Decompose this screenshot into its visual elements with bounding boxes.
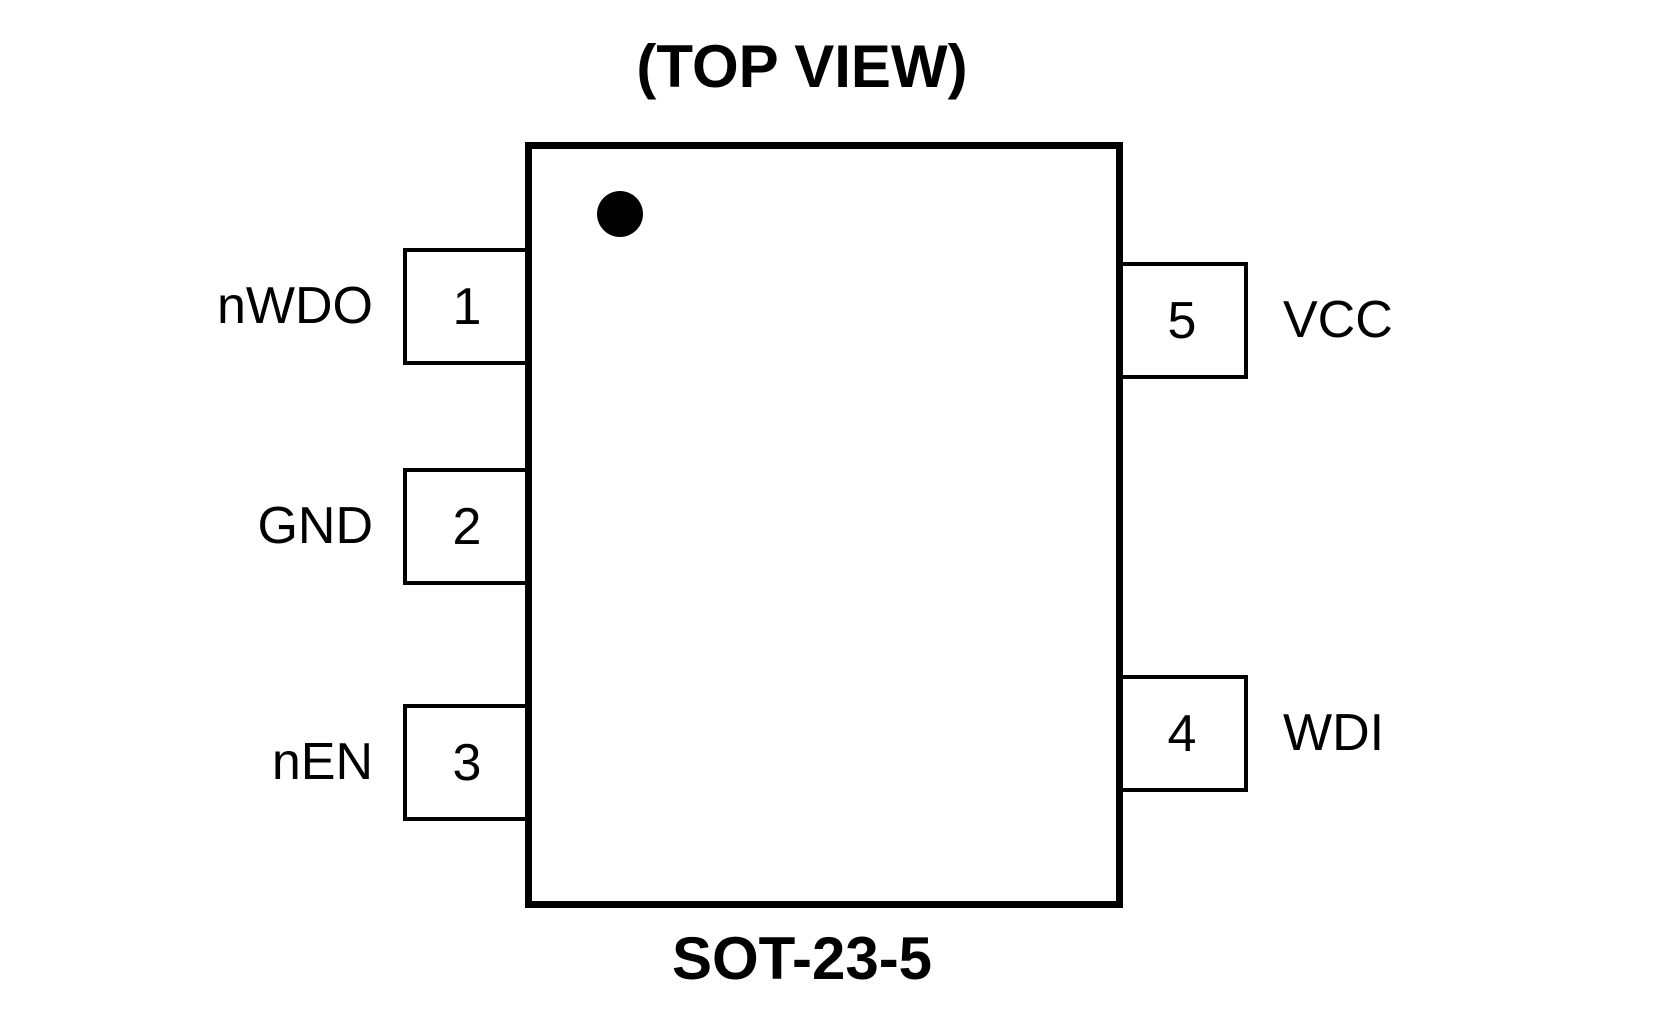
pin-label-gnd: GND xyxy=(257,497,373,555)
pin-label-wdi: WDI xyxy=(1283,704,1385,762)
pin-number-2: 2 xyxy=(452,497,482,556)
pin-box-3: 3 xyxy=(403,704,531,821)
pin-number-5: 5 xyxy=(1167,291,1197,350)
pin-box-4: 4 xyxy=(1116,675,1248,792)
pin-label-nwdo: nWDO xyxy=(217,277,373,335)
ic-package-body xyxy=(525,142,1123,908)
pin-box-2: 2 xyxy=(403,468,531,585)
pin-box-5: 5 xyxy=(1116,262,1248,379)
pin-label-vcc: VCC xyxy=(1283,291,1393,349)
pin-number-1: 1 xyxy=(452,277,482,336)
package-name-label: SOT-23-5 xyxy=(671,925,933,992)
pin1-indicator-dot-icon xyxy=(597,191,643,237)
pin-label-nen: nEN xyxy=(271,733,373,791)
diagram-title: (TOP VIEW) xyxy=(636,33,968,100)
pin-number-4: 4 xyxy=(1167,704,1197,763)
pin-box-1: 1 xyxy=(403,248,531,365)
pin-number-3: 3 xyxy=(452,733,482,792)
